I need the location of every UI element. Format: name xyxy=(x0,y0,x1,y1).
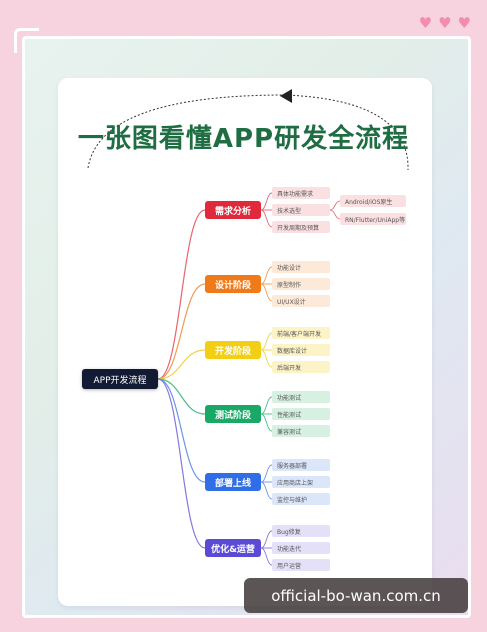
leaf-link xyxy=(260,209,273,228)
leaf-link xyxy=(260,266,273,285)
leaf-node: 用户运营 xyxy=(272,559,330,571)
heart-icon: ♥ xyxy=(418,14,433,32)
leaf-node: 技术选型 xyxy=(272,204,330,216)
frame-corner xyxy=(14,28,39,53)
branch-link xyxy=(157,283,206,380)
leaf-node: 数据库设计 xyxy=(272,344,330,356)
arc-decoration xyxy=(284,94,409,171)
branch-node: 优化&运营 xyxy=(205,539,261,557)
leaf-link xyxy=(260,530,273,549)
leaf-link xyxy=(260,192,273,211)
leaf-node: Bug修复 xyxy=(272,525,330,537)
sub-leaf-node: RN/Flutter/UniApp等 xyxy=(340,213,406,225)
hearts-decoration: ♥ ♥ ♥ xyxy=(419,16,471,31)
leaf-link xyxy=(260,481,273,500)
watermark: official-bo-wan.com.cn xyxy=(244,578,468,613)
branch-link xyxy=(157,378,206,415)
arc-decoration xyxy=(87,94,286,169)
leaf-node: 原型制作 xyxy=(272,278,330,290)
arrow-icon xyxy=(280,89,292,103)
branch-node: 部署上线 xyxy=(205,473,261,491)
leaf-link xyxy=(260,464,273,483)
leaf-node: 功能测试 xyxy=(272,391,330,403)
leaf-link xyxy=(260,332,273,351)
branch-link xyxy=(157,209,206,380)
sub-leaf-link xyxy=(329,200,341,211)
leaf-link xyxy=(260,283,273,302)
heart-icon: ♥ xyxy=(438,14,452,32)
heart-icon: ♥ xyxy=(457,14,471,32)
leaf-link xyxy=(260,547,273,566)
branch-node: 设计阶段 xyxy=(205,275,261,293)
leaf-node: 功能设计 xyxy=(272,261,330,273)
leaf-link xyxy=(260,413,273,432)
leaf-node: 应用商店上架 xyxy=(272,476,330,488)
leaf-node: 具体功能需求 xyxy=(272,187,330,199)
leaf-link xyxy=(260,349,273,368)
leaf-node: UI/UX设计 xyxy=(272,295,330,307)
leaf-node: 功能迭代 xyxy=(272,542,330,554)
leaf-node: 服务器部署 xyxy=(272,459,330,471)
branch-link xyxy=(157,349,206,380)
diagram-title: 一张图看懂APP研发全流程 xyxy=(77,124,410,154)
leaf-node: 前端/客户端开发 xyxy=(272,327,330,339)
branch-link xyxy=(157,378,206,483)
branch-node: 测试阶段 xyxy=(205,405,261,423)
leaf-node: 开发周期及预算 xyxy=(272,221,330,233)
root-node: APP开发流程 xyxy=(82,369,158,389)
leaf-node: 兼容测试 xyxy=(272,425,330,437)
leaf-node: 后端开发 xyxy=(272,361,330,373)
leaf-node: 性能测试 xyxy=(272,408,330,420)
branch-link xyxy=(157,378,206,549)
sub-leaf-node: Android/iOS原生 xyxy=(340,195,406,207)
leaf-link xyxy=(260,396,273,415)
branch-node: 开发阶段 xyxy=(205,341,261,359)
leaf-node: 监控与维护 xyxy=(272,493,330,505)
sub-leaf-link xyxy=(329,209,341,220)
branch-node: 需求分析 xyxy=(205,201,261,219)
